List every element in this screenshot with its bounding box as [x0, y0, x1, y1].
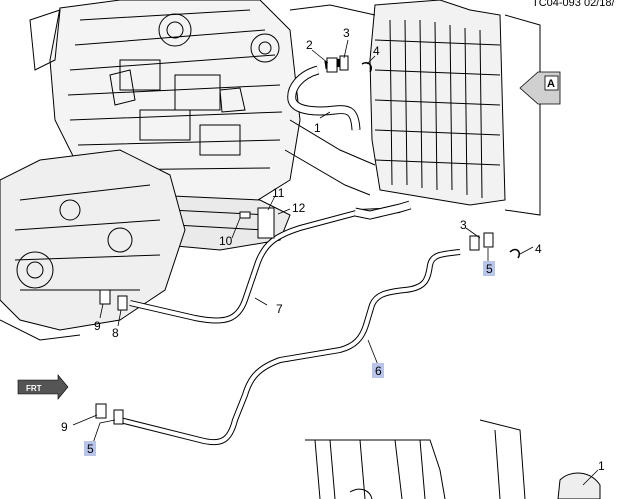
view-arrow-letter: A: [547, 78, 555, 90]
lower-radiator-section: [305, 419, 601, 499]
callout-9-lower: 9: [61, 420, 68, 434]
front-arrow: FRT: [17, 374, 69, 400]
cooler-line-upper: [129, 200, 412, 324]
callout-3-upper: 3: [343, 26, 350, 40]
upper-cooler-hose: [287, 55, 373, 131]
callout-4-upper: 4: [373, 44, 380, 58]
callout-10: 10: [219, 234, 233, 248]
callout-highlight-5b: [84, 441, 96, 456]
fittings: [95, 207, 521, 425]
front-arrow-label: FRT: [26, 384, 42, 393]
callout-5-lower: 5: [87, 442, 94, 456]
callout-highlight-6: [372, 363, 384, 378]
callout-1-lower: 1: [598, 459, 605, 473]
callout-7: 7: [276, 302, 283, 316]
diagram-id: TC04-093 02/18/: [532, 0, 615, 9]
callout-5-upper: 5: [486, 262, 493, 276]
callout-9-upper: 9: [94, 319, 101, 333]
callout-12: 12: [292, 201, 306, 215]
callout-3-lower: 3: [460, 218, 467, 232]
callout-8: 8: [112, 326, 119, 340]
transmission: [0, 149, 186, 341]
cooler-line-lower: [119, 249, 461, 446]
callout-2: 2: [306, 38, 313, 52]
callout-4-lower: 4: [535, 242, 542, 256]
radiator: [284, 0, 541, 216]
leader-lines: [72, 39, 599, 486]
callout-1-upper: 1: [314, 121, 321, 135]
callout-11: 11: [272, 186, 285, 200]
view-arrow-a: A: [519, 71, 561, 105]
callout-highlight-5a: [483, 261, 495, 276]
callout-6: 6: [375, 364, 382, 378]
